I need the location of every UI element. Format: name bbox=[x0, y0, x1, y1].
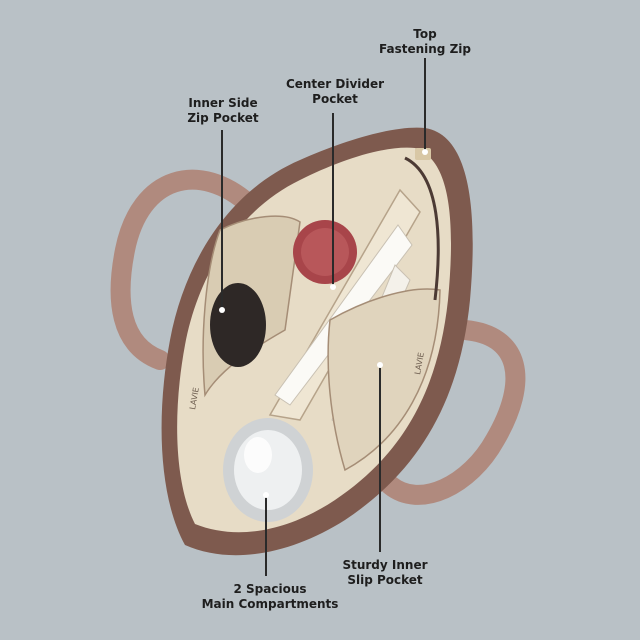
top-zip-line bbox=[404, 156, 440, 301]
brand-mark-2: LAVIE bbox=[188, 387, 201, 411]
callout-inner-side-zip-pocket: Inner Side Zip Pocket bbox=[187, 96, 259, 125]
left-handle bbox=[110, 169, 260, 370]
callout-center-divider-pocket: Center Divider Pocket bbox=[285, 77, 385, 106]
dark-pouch bbox=[210, 283, 266, 367]
callout-main-compartments: 2 Spacious Main Compartments bbox=[201, 582, 339, 611]
slip-pocket bbox=[327, 288, 441, 472]
callout-leaders bbox=[221, 58, 426, 576]
brand-mark: LAVIE bbox=[413, 352, 426, 376]
right-handle bbox=[380, 320, 526, 505]
callout-top-fastening-zip: Top Fastening Zip bbox=[379, 27, 471, 56]
callout-sturdy-inner-slip-pocket: Sturdy Inner Slip Pocket bbox=[342, 558, 428, 587]
callout-dots bbox=[219, 149, 428, 498]
